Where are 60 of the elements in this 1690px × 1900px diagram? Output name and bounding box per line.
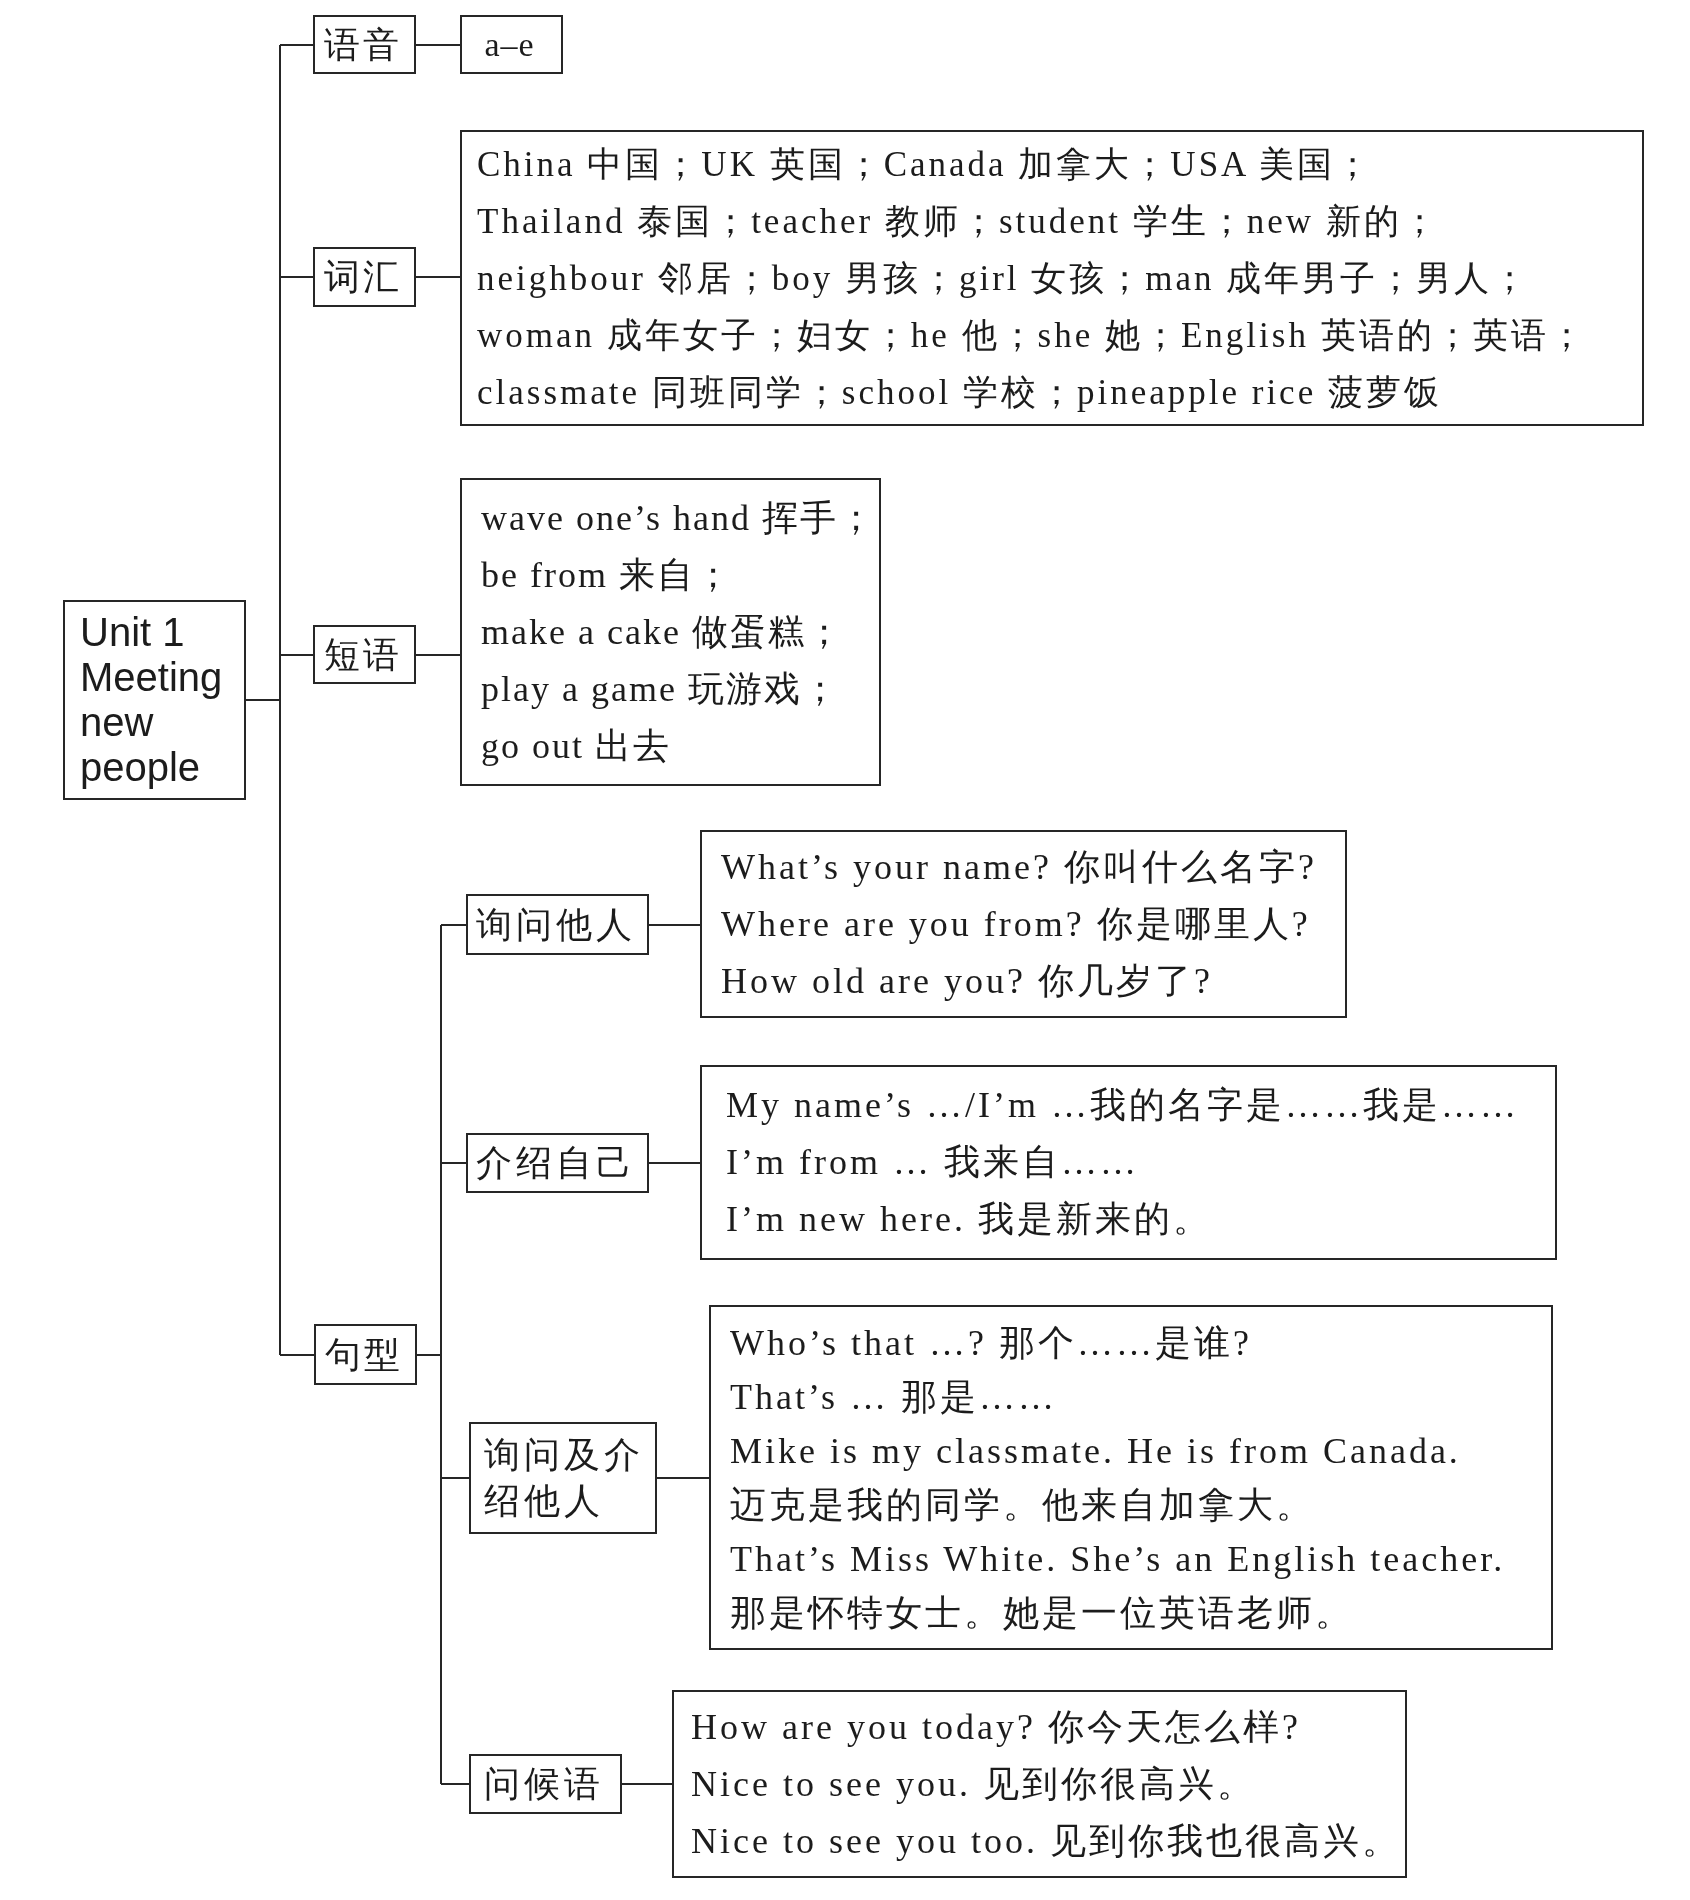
vocabulary-line: China 中国；UK 英国；Canada 加拿大；USA 美国； bbox=[477, 143, 1374, 186]
connector-line bbox=[440, 924, 442, 1785]
sentence-line: How are you today? 你今天怎么样? bbox=[691, 1705, 1301, 1749]
content-box bbox=[700, 830, 1347, 1018]
category-box: 短语 bbox=[313, 625, 416, 684]
sentence-line: 迈克是我的同学。他来自加拿大。 bbox=[730, 1483, 1315, 1527]
connector-line bbox=[440, 1162, 467, 1164]
content-box bbox=[700, 1065, 1557, 1260]
connector-line bbox=[415, 44, 461, 46]
phrase-line: be from 来自； bbox=[481, 553, 733, 597]
connector-line bbox=[279, 1354, 315, 1356]
connector-line bbox=[440, 1477, 470, 1479]
content-box bbox=[460, 130, 1644, 426]
sentence-line: Mike is my classmate. He is from Canada. bbox=[730, 1429, 1461, 1473]
sentence-line: 那是怀特女士。她是一位英语老师。 bbox=[730, 1591, 1354, 1635]
sentence-line: My name’s …/I’m …我的名字是……我是…… bbox=[726, 1084, 1519, 1127]
content-box bbox=[709, 1305, 1553, 1650]
subcategory-box: 介绍自己 bbox=[466, 1133, 649, 1193]
content-box bbox=[672, 1690, 1407, 1878]
phrase-line: go out 出去 bbox=[481, 724, 671, 768]
connector-line bbox=[279, 44, 314, 46]
subcategory-box: 问候语 bbox=[469, 1754, 622, 1814]
connector-line bbox=[279, 654, 314, 656]
connector-line bbox=[415, 276, 461, 278]
sentence-line: Nice to see you too. 见到你我也很高兴。 bbox=[691, 1819, 1401, 1863]
connector-line bbox=[621, 1783, 673, 1785]
phrase-line: wave one’s hand 挥手； bbox=[481, 496, 876, 540]
vocabulary-line: woman 成年女子；妇女；he 他；she 她；English 英语的；英语； bbox=[477, 314, 1587, 357]
connector-line bbox=[279, 44, 281, 1356]
vocabulary-line: classmate 同班同学；school 学校；pineapple rice 菠萝饭 bbox=[477, 371, 1442, 414]
sentence-line: How old are you? 你几岁了? bbox=[721, 959, 1213, 1003]
subcategory-box: 询问他人 bbox=[466, 894, 649, 955]
phrase-line: make a cake 做蛋糕； bbox=[481, 610, 844, 654]
sentence-line: That’s … 那是…… bbox=[730, 1375, 1057, 1419]
connector-line bbox=[648, 924, 701, 926]
main-topic-box: Unit 1 Meeting new people bbox=[63, 600, 246, 800]
sentence-line: Who’s that …? 那个……是谁? bbox=[730, 1321, 1252, 1365]
connector-line bbox=[279, 276, 314, 278]
connector-line bbox=[440, 1783, 470, 1785]
content-box bbox=[460, 478, 881, 786]
vocabulary-line: Thailand 泰国；teacher 教师；student 学生；new 新的； bbox=[477, 200, 1440, 243]
connector-line bbox=[416, 1354, 442, 1356]
connector-line bbox=[245, 699, 281, 701]
connector-line bbox=[656, 1477, 710, 1479]
sentence-line: That’s Miss White. She’s an English teacher. bbox=[730, 1537, 1506, 1581]
phrase-line: play a game 玩游戏； bbox=[481, 667, 840, 711]
category-box: 语音 bbox=[313, 15, 416, 74]
category-box: 句型 bbox=[314, 1324, 417, 1385]
connector-line bbox=[440, 924, 467, 926]
content-box: a–e bbox=[460, 15, 563, 74]
sentence-line: I’m from … 我来自…… bbox=[726, 1141, 1139, 1184]
sentence-line: I’m new here. 我是新来的。 bbox=[726, 1198, 1212, 1241]
sentence-line: What’s your name? 你叫什么名字? bbox=[721, 845, 1317, 889]
category-box: 词汇 bbox=[313, 247, 416, 307]
vocabulary-line: neighbour 邻居；boy 男孩；girl 女孩；man 成年男子；男人； bbox=[477, 257, 1531, 300]
subcategory-box: 询问及介绍他人 bbox=[469, 1422, 657, 1534]
connector-line bbox=[415, 654, 461, 656]
sentence-line: Where are you from? 你是哪里人? bbox=[721, 902, 1311, 946]
sentence-line: Nice to see you. 见到你很高兴。 bbox=[691, 1762, 1256, 1806]
connector-line bbox=[648, 1162, 701, 1164]
